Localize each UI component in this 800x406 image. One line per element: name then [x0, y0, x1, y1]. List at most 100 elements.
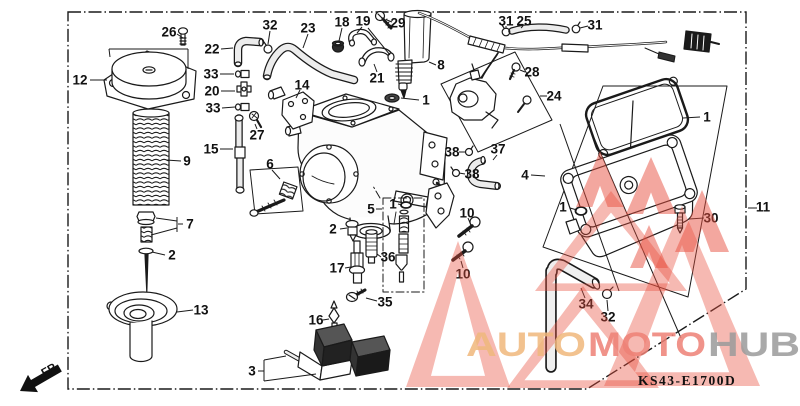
part-19-pipe-drawing — [348, 28, 378, 47]
part-35-screw-drawing — [345, 288, 367, 303]
leader-line — [530, 174, 546, 177]
part-label-36: 36 — [380, 250, 396, 265]
watermark-text: AUTO MOTO HUB — [466, 326, 800, 364]
part-34-drain-tube-drawing — [545, 258, 601, 373]
part-27-screw-drawing — [248, 110, 263, 129]
part-label-6: 6 — [266, 157, 274, 172]
part-label-32: 32 — [600, 310, 615, 325]
part-label-19: 19 — [355, 14, 370, 29]
part-label-14: 14 — [294, 78, 310, 93]
watermark-triangle-outline — [535, 191, 687, 291]
watermark-text-moto: MOTO — [588, 326, 706, 364]
leader-line — [267, 30, 271, 45]
part-label-5: 5 — [367, 202, 375, 217]
leader-line — [580, 287, 586, 299]
leader-line — [344, 266, 352, 269]
part-label-1: 1 — [703, 110, 711, 125]
leader-line — [271, 169, 281, 180]
float-bowl-group-box — [542, 85, 728, 298]
part-2-jet-needle-drawing — [138, 247, 154, 293]
part-31-clip-right-drawing — [571, 21, 581, 34]
part-label-11: 11 — [756, 200, 771, 215]
leader-line — [302, 33, 309, 49]
watermark-triangle-solid — [630, 225, 668, 268]
part-label-20: 20 — [204, 84, 219, 99]
leader-line — [559, 123, 620, 292]
leader-line — [458, 172, 466, 175]
leader-line — [519, 69, 526, 73]
part-36-needle-jet-drawing — [365, 229, 378, 264]
assembly-boundary-border — [67, 11, 747, 390]
leader-line — [569, 207, 578, 211]
leader-line — [176, 309, 194, 313]
part-label-10: 10 — [455, 267, 470, 282]
part-32-clip-drain-drawing — [601, 286, 614, 300]
leader-line — [108, 48, 111, 58]
part-label-25: 25 — [516, 14, 532, 29]
leader-line — [400, 97, 420, 101]
part-37-hose-drawing — [466, 155, 501, 191]
hanger-bracket-drawing — [425, 182, 455, 229]
part-label-16: 16 — [308, 313, 324, 328]
part-33-fitting-upper-drawing — [234, 69, 250, 79]
leader-line — [151, 251, 166, 256]
leader-line — [221, 106, 236, 109]
part-label-35: 35 — [377, 295, 393, 310]
part-5-needle-set-drawing — [372, 185, 425, 293]
leader-line — [339, 227, 348, 230]
part-label-17: 17 — [329, 261, 344, 276]
leader-line — [263, 355, 287, 361]
watermark-text-hub: HUB — [708, 326, 800, 364]
part-label-4: 4 — [521, 168, 529, 183]
part-38-clip-upper-drawing — [464, 145, 474, 157]
part-3-heater-assembly-drawing — [283, 323, 391, 381]
part-label-12: 12 — [72, 73, 87, 88]
part-label-33: 33 — [205, 101, 221, 116]
part-label-10: 10 — [459, 206, 474, 221]
watermark-triangle-outline — [406, 241, 510, 387]
part-20-joint-drawing — [236, 81, 252, 97]
part-13-vacuum-piston-drawing — [106, 291, 178, 363]
leader-line — [365, 297, 378, 302]
watermark-text-auto: AUTO — [466, 326, 586, 364]
carburetor-body-drawing — [284, 93, 449, 240]
watermark-triangle-outline — [507, 286, 659, 388]
leader-line — [428, 61, 437, 66]
part-23-hose-drawing — [262, 42, 359, 85]
part-8-plunger-drawing — [395, 9, 432, 99]
leader-lines — [90, 19, 757, 382]
part-label-27: 27 — [249, 128, 264, 143]
part-label-23: 23 — [300, 21, 316, 36]
part-14-bracket-drawing — [267, 86, 315, 130]
part-label-1: 1 — [559, 200, 567, 215]
part-28-screw-drawing — [508, 62, 521, 81]
part-1-oring-drain-drawing — [565, 206, 588, 235]
part-label-9: 9 — [183, 154, 191, 169]
leader-line — [492, 154, 498, 161]
leader-line — [263, 373, 317, 382]
part-label-1: 1 — [389, 197, 397, 212]
part-label-31: 31 — [498, 14, 514, 29]
part-6-screw-set-drawing — [249, 166, 304, 217]
leader-line — [254, 123, 258, 130]
leader-line — [386, 19, 393, 23]
part-label-34: 34 — [578, 297, 594, 312]
part-label-28: 28 — [524, 65, 540, 80]
part-22-hose-drawing — [233, 36, 265, 68]
part-label-26: 26 — [161, 25, 177, 40]
leader-line — [376, 253, 382, 258]
watermark-triangle-outline — [604, 206, 760, 386]
part-label-37: 37 — [490, 142, 505, 157]
part-label-2: 2 — [329, 222, 337, 237]
part-label-2: 2 — [168, 248, 176, 263]
leader-line — [460, 260, 464, 269]
part-label-38: 38 — [464, 167, 480, 182]
part-10-bolt-lower-drawing — [451, 241, 474, 262]
part-label-13: 13 — [193, 303, 209, 318]
part-label-18: 18 — [334, 15, 350, 30]
leader-line — [579, 25, 589, 29]
part-label-7: 7 — [186, 217, 194, 232]
